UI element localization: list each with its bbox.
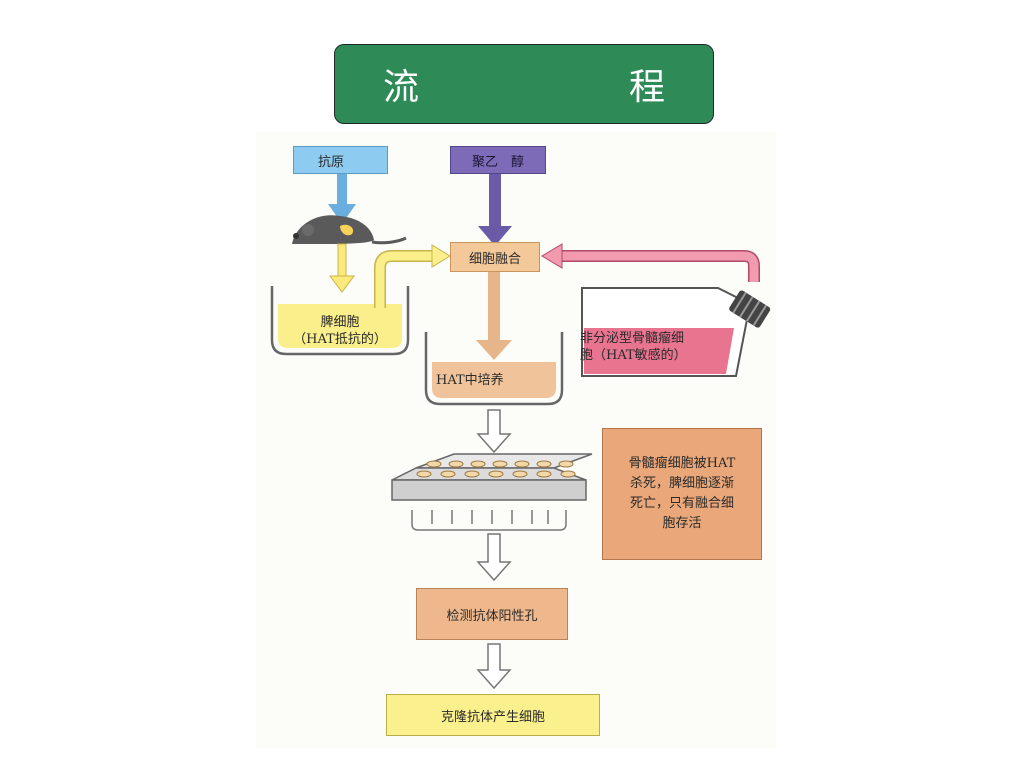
hybridoma-flowchart: 抗原 聚乙 醇 细胞融合 脾细胞 （HAT抵抗的） 非分泌型骨髓瘤细 胞（HAT… — [256, 132, 776, 748]
hat-to-plate-arrow — [476, 409, 512, 454]
mouse-to-spleen-arrow — [329, 243, 355, 293]
fusion-to-hat-arrow — [476, 272, 512, 360]
screen-to-clone-arrow — [476, 643, 512, 690]
antigen-arrow — [328, 174, 356, 224]
hat-culture-label: HAT中培养 — [436, 372, 516, 389]
myeloma-flask — [581, 287, 771, 377]
myeloma-cell-label: 非分泌型骨髓瘤细 胞（HAT敏感的） — [580, 330, 710, 364]
peg-label: 聚乙 醇 — [471, 154, 524, 170]
spleen-cell-line1: 脾细胞 — [320, 315, 360, 330]
antigen-label: 抗原 — [318, 154, 345, 170]
spleen-cell-label: 脾细胞 （HAT抵抗的） — [278, 314, 402, 348]
note-line-4: 胞存活 — [662, 516, 702, 531]
peg-arrow — [478, 174, 512, 246]
slide-title: 流 程 — [334, 44, 714, 124]
hat-culture-text: HAT中培养 — [436, 373, 504, 388]
spleen-cell-dish — [270, 286, 410, 356]
hat-culture-dish — [424, 332, 564, 406]
myeloma-to-fusion-arrow — [541, 243, 760, 282]
spleen-to-fusion-arrow — [374, 244, 451, 308]
well-plate — [391, 453, 593, 531]
plate-to-screen-arrow — [476, 533, 512, 582]
cell-fusion-label: 细胞融合 — [468, 251, 521, 267]
antigen-label-box: 抗原 — [293, 146, 388, 174]
screening-box: 检测抗体阳性孔 — [416, 588, 568, 640]
clone-label: 克隆抗体产生细胞 — [440, 709, 545, 725]
peg-label-box: 聚乙 醇 — [450, 146, 546, 174]
screening-label: 检测抗体阳性孔 — [446, 608, 538, 624]
mouse-icon — [292, 215, 407, 245]
cell-fusion-box: 细胞融合 — [450, 242, 540, 272]
flowchart-artwork — [270, 174, 771, 690]
clone-box: 克隆抗体产生细胞 — [386, 694, 600, 736]
myeloma-cell-line1: 非分泌型骨髓瘤细 — [580, 331, 685, 346]
note-line-2: 杀死，脾细胞逐渐 — [629, 476, 734, 491]
note-line-1: 骨髓瘤细胞被HAT — [628, 456, 736, 471]
spleen-cell-line2: （HAT抵抗的） — [293, 332, 387, 347]
note-line-3: 死亡，只有融合细 — [629, 496, 734, 511]
selection-note-box: 骨髓瘤细胞被HAT 杀死，脾细胞逐渐 死亡，只有融合细 胞存活 — [602, 428, 762, 560]
myeloma-cell-line2: 胞（HAT敏感的） — [580, 348, 687, 363]
